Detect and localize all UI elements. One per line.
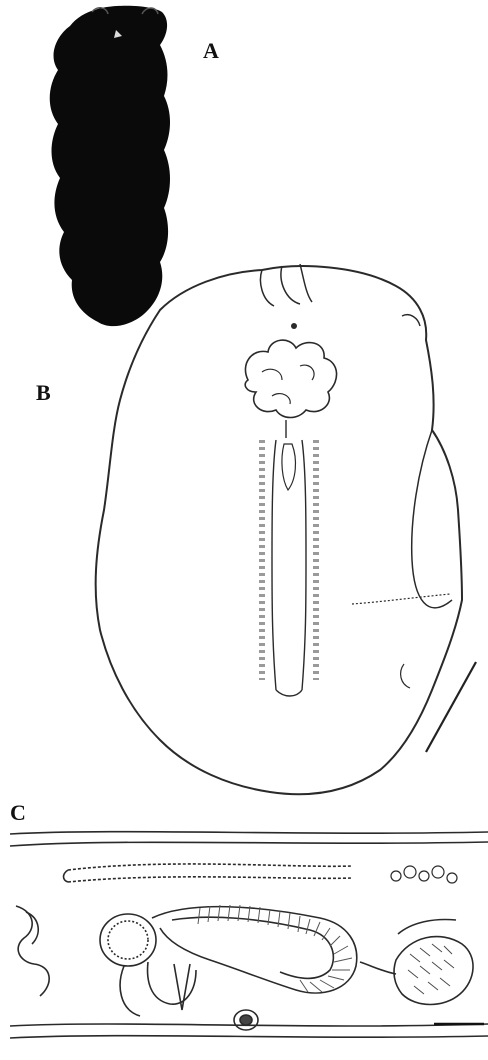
panel-c-section [10,832,488,1038]
panel-a-specimen [50,6,170,326]
panel-label-a: A [203,38,219,64]
panel-b-specimen [96,264,476,794]
panel-label-b: B [36,380,51,406]
panel-label-c: C [10,800,26,826]
